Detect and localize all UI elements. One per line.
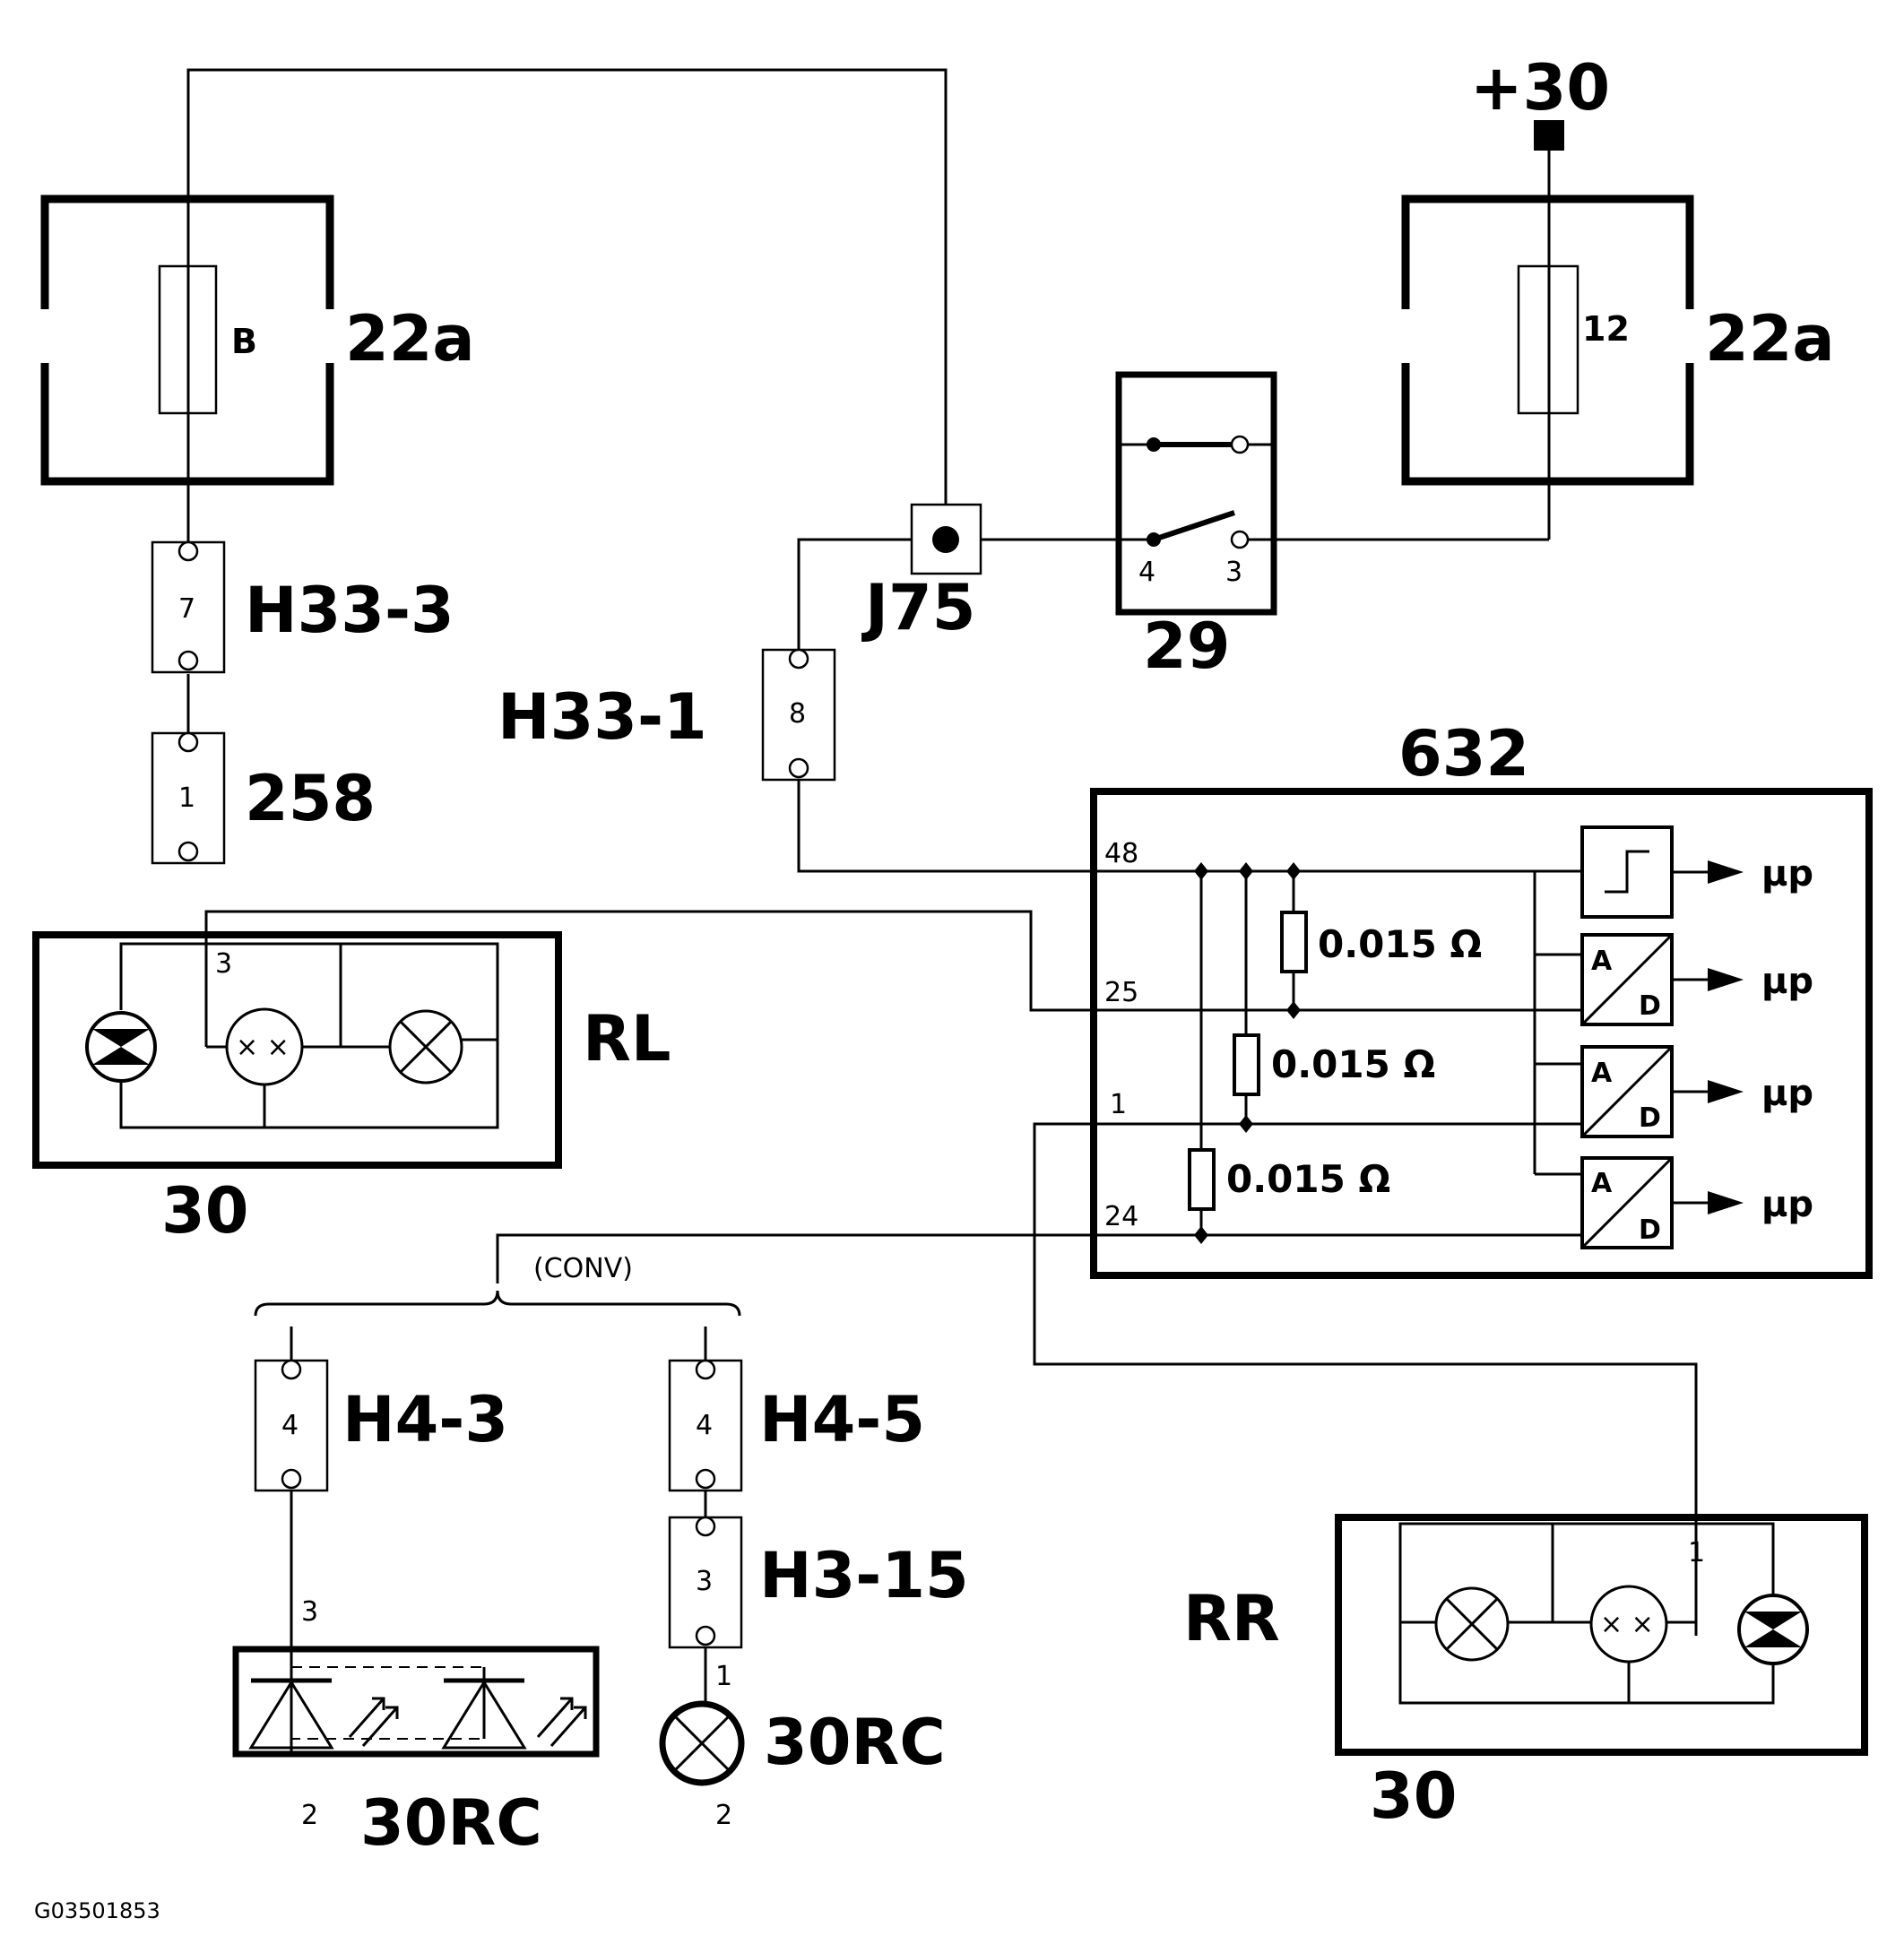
svg-text:7: 7 (178, 593, 195, 625)
svg-text:24: 24 (1104, 1201, 1138, 1232)
ad-converter-2: A D (1580, 1045, 1674, 1138)
h3-15-label: H3-15 (759, 1539, 969, 1612)
led-diode-icon (441, 1680, 527, 1750)
svg-text:× ×: × × (236, 1032, 290, 1063)
svg-text:4: 4 (696, 1410, 713, 1441)
shunt-resistor-2 (1233, 1033, 1260, 1096)
svg-text:× ×: × × (1600, 1609, 1654, 1640)
conv-brace: (CONV) (254, 1253, 741, 1317)
h4-5-label: H4-5 (759, 1383, 925, 1456)
svg-text:3: 3 (301, 1596, 318, 1628)
svg-text:1: 1 (1110, 1089, 1127, 1120)
svg-text:3: 3 (215, 948, 232, 980)
battery-terminal: +30 (1470, 51, 1610, 151)
svg-text:A: A (1591, 1058, 1613, 1089)
fuse-b-label: B (231, 322, 257, 361)
lamp-30rc: 1 2 30RC (659, 1661, 946, 1831)
ad-converter-3: A D (1580, 1156, 1674, 1249)
connector-h4-5: 4 H4-5 (668, 1359, 925, 1492)
svg-text:0.015 Ω: 0.015 Ω (1318, 922, 1482, 966)
fuse-box-left-label: 22a (345, 302, 475, 376)
svg-text:μp: μp (1761, 1073, 1813, 1114)
connector-h33-3: 7 H33-3 (151, 540, 454, 674)
h33-3-label: H33-3 (245, 574, 454, 647)
switch-29: 4 3 29 (1115, 371, 1277, 683)
dual-filament-bulb-icon (225, 1007, 304, 1086)
h4-3-label: H4-3 (342, 1383, 508, 1456)
svg-text:8: 8 (789, 698, 806, 730)
svg-text:25: 25 (1104, 977, 1138, 1008)
led-module-30rc: 3 2 30RC (232, 1596, 600, 1860)
led-module-label: 30RC (360, 1786, 542, 1860)
module-632-label: 632 (1398, 717, 1529, 791)
dual-filament-bulb-icon (1589, 1585, 1668, 1664)
fuse-box-right: 12 22a (1401, 194, 1835, 486)
connector-h4-3: 4 H4-3 (254, 1359, 508, 1492)
fuse-12-label: 12 (1582, 309, 1630, 349)
svg-text:3: 3 (696, 1566, 713, 1597)
module-632: 632 0.015 Ω 0.015 Ω 0.015 Ω 48 25 1 24 (1034, 717, 1873, 1279)
lamp-30rc-label: 30RC (764, 1706, 946, 1779)
connector-h3-15: 3 H3-15 (668, 1516, 969, 1649)
svg-text:2: 2 (301, 1800, 318, 1831)
svg-text:μp: μp (1761, 853, 1813, 894)
rear-right-lamp-cluster: × × 1 RR 30 (1183, 1514, 1868, 1833)
microprocessor-outputs: μp μp μp μp (1672, 853, 1813, 1225)
connector-h33-1: 8 H33-1 (498, 648, 836, 782)
258-label: 258 (245, 762, 376, 835)
rr-label: RR (1183, 1582, 1280, 1655)
switch-29-label: 29 (1143, 609, 1230, 683)
svg-text:4: 4 (1138, 557, 1155, 588)
svg-text:2: 2 (715, 1800, 732, 1831)
svg-text:μp: μp (1761, 961, 1813, 1002)
svg-text:3: 3 (1225, 557, 1242, 588)
svg-text:A: A (1591, 1168, 1613, 1199)
fuse-box-left: B 22a (40, 194, 475, 486)
shunt-resistor-3 (1188, 1148, 1216, 1211)
svg-text:1: 1 (1688, 1537, 1705, 1568)
svg-text:D: D (1639, 1214, 1661, 1246)
figure-code: G03501853 (34, 1898, 160, 1923)
svg-text:D: D (1639, 1102, 1661, 1134)
svg-text:1: 1 (715, 1661, 732, 1692)
svg-text:μp: μp (1761, 1184, 1813, 1225)
conv-label: (CONV) (533, 1253, 633, 1284)
ad-converter-1: A D (1580, 933, 1674, 1026)
connector-258: 1 258 (151, 731, 376, 865)
rl-label: RL (583, 1002, 671, 1076)
svg-text:4: 4 (281, 1410, 299, 1441)
junction-j75: J75 (861, 503, 982, 644)
rear-left-lamp-cluster: × × 3 RL 30 (32, 931, 671, 1248)
svg-text:D: D (1639, 990, 1661, 1022)
svg-text:0.015 Ω: 0.015 Ω (1226, 1157, 1390, 1201)
svg-text:1: 1 (178, 782, 195, 814)
svg-text:A: A (1591, 946, 1613, 977)
rl-number-label: 30 (161, 1174, 248, 1248)
rr-number-label: 30 (1370, 1759, 1457, 1833)
j75-label: J75 (861, 571, 975, 644)
h33-1-label: H33-1 (498, 680, 707, 754)
shunt-resistor-1 (1280, 911, 1308, 973)
svg-text:48: 48 (1104, 838, 1138, 869)
plus30-label: +30 (1470, 51, 1610, 125)
led-diode-icon (248, 1680, 334, 1750)
fuse-box-right-label: 22a (1705, 302, 1835, 376)
svg-text:0.015 Ω: 0.015 Ω (1271, 1042, 1435, 1086)
